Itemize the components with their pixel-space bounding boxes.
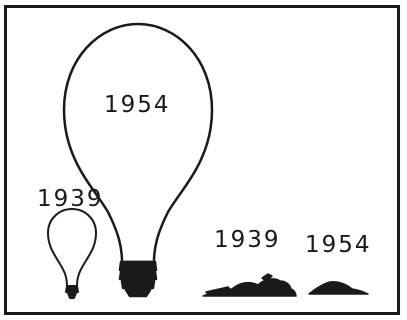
small-bulb-1939	[47, 208, 97, 299]
flat-object-1939	[202, 273, 297, 297]
flat-object-1954-year-label: 1954	[305, 232, 372, 258]
large-bulb-1954	[62, 22, 214, 298]
frame-border	[4, 5, 400, 315]
small-bulb-year-label: 1939	[37, 186, 104, 212]
flat-object-1954	[308, 281, 369, 295]
large-bulb-year-label: 1954	[104, 92, 171, 118]
flat-object-1939-year-label: 1939	[214, 227, 281, 253]
